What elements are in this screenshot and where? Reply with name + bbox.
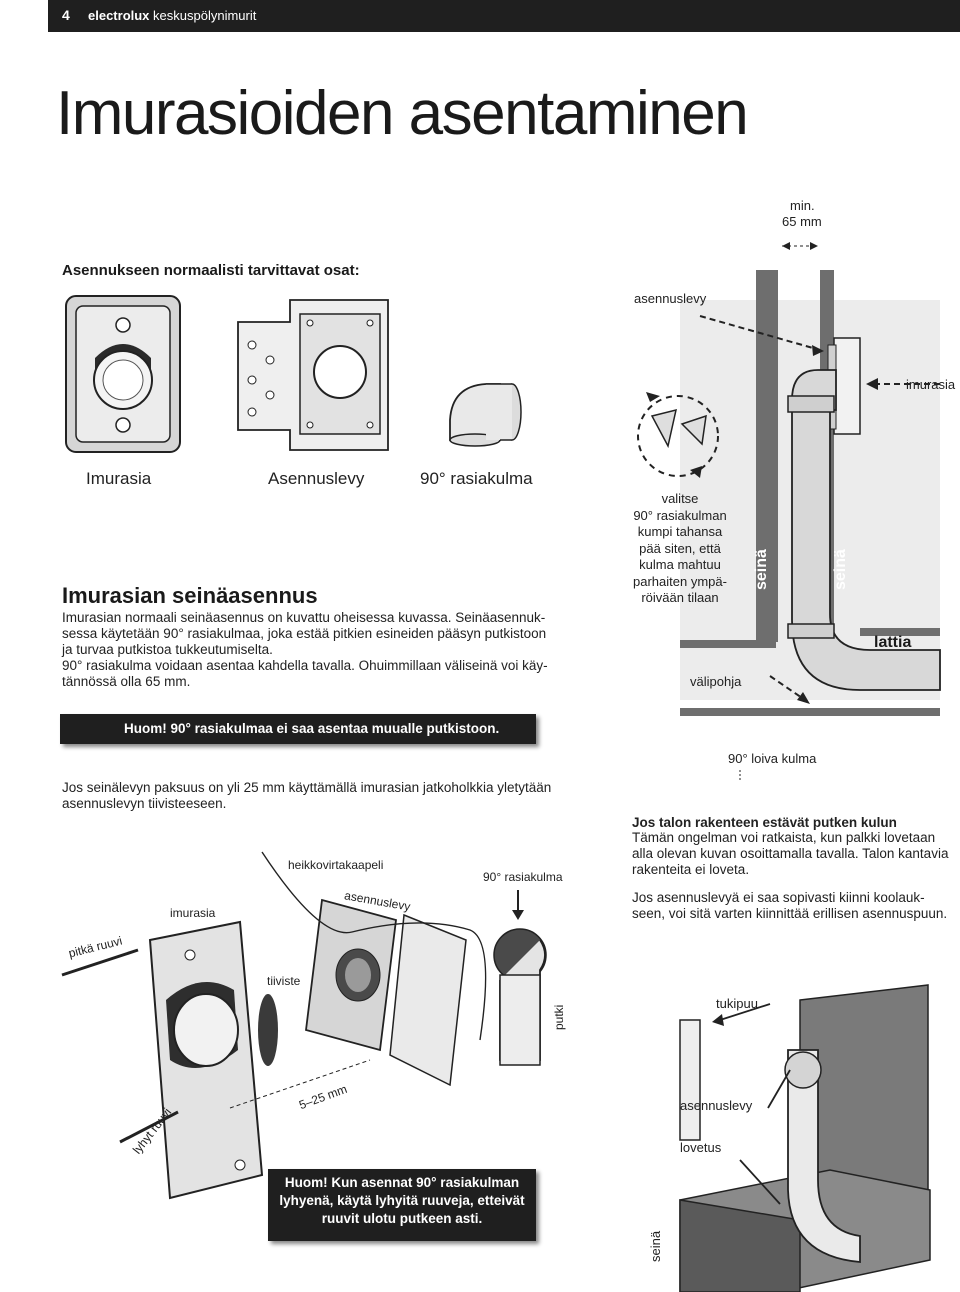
notice-box: Huom! Kun asennat 90° rasiakulman lyhyen… [268, 1169, 536, 1241]
asennuslevy-callout: asennuslevy [634, 291, 707, 306]
text-line: asennuslevyn tiivisteeseen. [62, 796, 227, 811]
beam-asennuslevy-label: asennuslevy [680, 1098, 753, 1113]
text-line: Jos seinälevyn paksuus on yli 25 mm käyt… [62, 780, 552, 795]
notice-text: Huom! Kun asennat 90° rasiakulman lyhyen… [279, 1175, 525, 1226]
brand-name: electrolux [88, 8, 150, 23]
text-line: pää siten, että [639, 540, 721, 556]
page-number: 4 [62, 7, 70, 23]
imurasia-label: imurasia [170, 906, 216, 920]
text-line: 90° rasiakulman [633, 507, 727, 523]
text-line: Tämän ongelman voi ratkaista, kun palkki… [632, 830, 936, 845]
header-bar: 4 electrolux keskuspölynimurit [48, 0, 960, 32]
imurasia-callout: imurasia [906, 377, 956, 392]
lovetus-label: lovetus [680, 1140, 722, 1155]
wall-install-text: Imurasian normaali seinäasennus on kuvat… [62, 610, 548, 690]
wall-section-diagram [637, 242, 941, 716]
text-line: valitse [661, 491, 699, 506]
imurasia-part-drawing [65, 295, 181, 453]
cable-label: heikkovirtakaapeli [288, 858, 384, 872]
asennuslevy-part-drawing [237, 299, 389, 451]
beam-notch-drawing [679, 770, 931, 1292]
text-line: parhaiten ympä- [633, 573, 727, 589]
text-line: ja turvaa putkistoa tukkeutumiselta. [62, 642, 273, 657]
section-heading-wall-install: Imurasian seinäasennus [62, 583, 318, 608]
lattia-label: lattia [874, 634, 912, 651]
part-label-imurasia: Imurasia [86, 469, 152, 488]
text-line: Imurasian normaali seinäasennus on kuvat… [62, 610, 546, 625]
text-line: seen, voi sitä varten kiinnittää erillis… [632, 906, 948, 921]
exploded-install-drawing [61, 851, 547, 1200]
seina-label-left: seinä [753, 549, 770, 590]
text-line: rakenteita ei loveta. [632, 862, 750, 877]
text-line: kulma mahtuu [639, 557, 721, 572]
beam-text-2: Jos asennuslevyä ei saa sopivasti kiinni… [632, 890, 947, 922]
valipohja-label: välipohja [690, 674, 742, 689]
text-line: 90° rasiakulma voidaan asentaa kahdella … [62, 658, 548, 673]
min-label: min. [790, 198, 815, 213]
text-line: alla olevan kuvan osoittamalla tavalla. … [632, 846, 949, 861]
page-title: Imurasioiden asentaminen [56, 79, 749, 148]
tukipuu-label: tukipuu [716, 996, 758, 1011]
loiva-kulma-label: 90° loiva kulma [728, 751, 817, 766]
brand-line: electrolux keskuspölynimurit [88, 8, 256, 23]
rasiakulma-label: 90° rasiakulma [483, 870, 563, 884]
part-label-rasiakulma: 90° rasiakulma [420, 469, 533, 488]
beam-seina-label: seinä [648, 1230, 663, 1262]
brand-product: keskuspölynimurit [153, 8, 257, 23]
notice-bar: Huom! 90° rasiakulmaa ei saa asentaa muu… [60, 714, 536, 744]
valitse-callout: valitse 90° rasiakulman kumpi tahansa pä… [620, 491, 740, 607]
text-line: Jos asennuslevyä ei saa sopivasti kiinni… [632, 890, 925, 905]
beam-heading: Jos talon rakenteen estävät putken kulun [632, 815, 897, 830]
text-line: röivään tilaan [641, 590, 719, 605]
thick-wall-text: Jos seinälevyn paksuus on yli 25 mm käyt… [62, 780, 551, 812]
putki-label: putki [552, 1004, 566, 1030]
text-line: sessa käytetään 90° rasiakulmaa, joka es… [62, 626, 547, 641]
notice-text: Huom! 90° rasiakulmaa ei saa asentaa muu… [124, 721, 500, 736]
min-value-label: 65 mm [782, 214, 822, 229]
seina-label-right: seinä [832, 549, 849, 590]
rasiakulma-part-drawing [449, 383, 522, 447]
parts-heading: Asennukseen normaalisti tarvittavat osat… [62, 262, 360, 279]
tiiviste-label: tiiviste [267, 974, 301, 988]
part-label-asennuslevy: Asennuslevy [268, 469, 365, 488]
text-line: kumpi tahansa [637, 524, 723, 539]
text-line: tännössä olla 65 mm. [62, 674, 191, 689]
beam-text-1: Tämän ongelman voi ratkaista, kun palkki… [632, 830, 948, 878]
